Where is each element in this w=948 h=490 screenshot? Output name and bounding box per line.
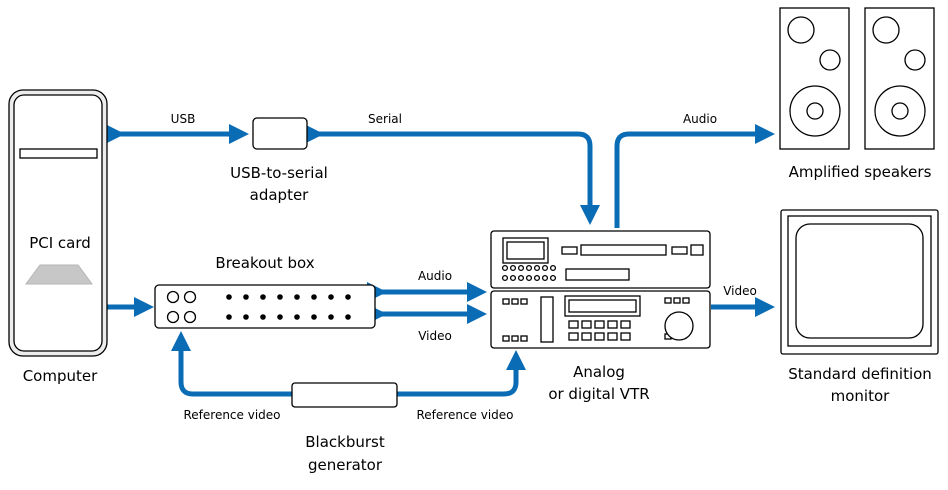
blackburst-label-2: generator [308,456,383,474]
ref-video-left-label: Reference video [183,408,280,422]
audio-breakout-label: Audio [418,269,452,283]
video-monitor-label: Video [723,284,757,298]
speakers-label: Amplified speakers [789,163,932,181]
monitor-label-1: Standard definition [788,365,932,383]
usb-adapter-label-1: USB-to-serial [230,164,328,182]
usb-label: USB [171,112,196,126]
serial-label: Serial [368,112,402,126]
sd-monitor [780,209,939,355]
audio-speakers-cable [614,124,776,228]
computer-tower [8,89,108,357]
usb-adapter-label-2: adapter [250,186,310,204]
pci-card-label: PCI card [29,234,91,252]
video-breakout-label: Video [418,329,452,343]
ref-video-right-label: Reference video [416,408,513,422]
blackburst-label-1: Blackburst [305,433,385,451]
breakout-box-label: Breakout box [215,254,314,272]
audio-speakers-label: Audio [683,112,717,126]
vtr-label-2: or digital VTR [548,385,649,403]
ref-video-left-cable [171,330,292,397]
blackburst-box [291,382,398,408]
monitor-label-2: monitor [831,387,891,405]
pci-card-icon [25,264,93,285]
serial-cable [304,124,600,226]
vtr-label-1: Analog [573,363,625,381]
computer-label: Computer [23,367,98,385]
cables [96,124,776,397]
usb-adapter-box [252,117,308,150]
vtr-deck [490,230,711,349]
ref-video-right-cable [397,349,526,397]
speaker-right [864,7,935,150]
breakout-box [154,284,376,329]
speaker-left [779,7,850,150]
